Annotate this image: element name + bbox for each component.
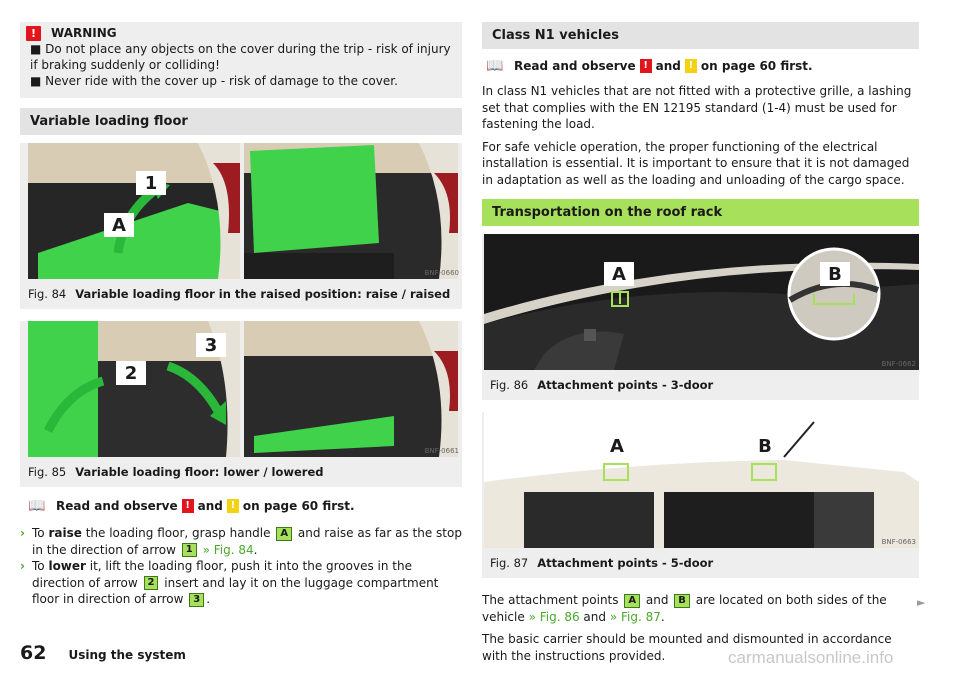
section-heading-class-n1: Class N1 vehicles — [482, 22, 919, 49]
paragraph: The basic carrier should be mounted and … — [482, 632, 892, 663]
figure-caption: Variable loading floor in the raised pos… — [75, 287, 451, 301]
figure-link[interactable]: » Fig. 87 — [609, 609, 661, 624]
step-text: To — [32, 559, 49, 573]
right-column: Class N1 vehicles 📖 Read and observe ! a… — [482, 22, 919, 664]
figure-84-photo-left: 1 A — [28, 143, 240, 279]
figure-label: 2 — [116, 361, 146, 385]
figure-number: Fig. 86 — [490, 378, 529, 392]
paragraph: The attachment points A and B are locate… — [482, 592, 919, 625]
warning-header: ! WARNING — [26, 25, 454, 41]
figure-86-photo: A B — [484, 234, 919, 370]
caution-icon: ! — [226, 499, 239, 513]
figure-84-photo-right — [244, 143, 458, 279]
figure-label: B — [750, 434, 780, 458]
figure-85-photo-right — [244, 321, 458, 457]
figure-caption: Attachment points - 3-door — [537, 378, 714, 392]
page-footer: 62 Using the system — [20, 642, 186, 664]
figure-number: Fig. 84 — [28, 287, 67, 301]
figure-link[interactable]: » Fig. 84 — [202, 542, 254, 557]
figure-label: A — [602, 434, 632, 458]
figure-87-photo: A B — [484, 412, 919, 548]
figure-code: BNF-0663 — [881, 538, 916, 546]
figure-code: BNF-0662 — [881, 360, 916, 368]
label-tag: 2 — [143, 576, 159, 590]
step-text: insert and lay it on the luggage compart… — [32, 575, 439, 607]
figure-85-caption: Fig. 85 Variable loading floor: lower / … — [20, 457, 462, 487]
list-item: › To lower it, lift the loading floor, p… — [20, 558, 462, 608]
read-observe-text: and — [197, 499, 223, 513]
figure-87: A B BNF-0663 Fig. 87 Attachment points -… — [482, 412, 919, 578]
step-bold: raise — [48, 526, 82, 540]
step-text: and raise as far as the stop in the dire… — [32, 526, 462, 557]
warning-item: ■ Do not place any objects on the cover … — [30, 42, 451, 72]
warning-icon: ! — [26, 25, 41, 41]
figure-number: Fig. 85 — [28, 465, 67, 479]
figure-number: Fig. 87 — [490, 556, 529, 570]
list-item: › To raise the loading floor, grasp hand… — [20, 525, 462, 558]
warning-item: ■ Never ride with the cover up - risk of… — [30, 74, 398, 88]
figure-caption: Variable loading floor: lower / lowered — [75, 465, 324, 479]
paragraph-text: . — [660, 609, 665, 624]
paragraph: For safe vehicle operation, the proper f… — [482, 139, 910, 187]
warning-icon: ! — [181, 499, 194, 513]
figure-85-photo-left: 3 2 — [28, 321, 240, 457]
paragraph: In class N1 vehicles that are not fitted… — [482, 84, 912, 131]
figure-label: 1 — [136, 171, 166, 195]
step-text: . — [206, 592, 211, 606]
book-icon: 📖 — [486, 58, 504, 74]
section-heading-variable-floor: Variable loading floor — [20, 108, 462, 135]
paragraph-text: The attachment points — [482, 593, 623, 607]
figure-label: A — [604, 262, 634, 286]
step-text: it, lift the loading floor, push it into… — [32, 559, 412, 590]
figure-caption: Attachment points - 5-door — [537, 556, 714, 570]
section-heading-roof-rack: Transportation on the roof rack — [482, 199, 919, 226]
book-icon: 📖 — [28, 498, 46, 514]
label-tag: B — [674, 593, 690, 608]
step-text: the loading floor, grasp handle — [81, 526, 275, 540]
figure-87-caption: Fig. 87 Attachment points - 5-door — [482, 548, 919, 578]
figure-code: BNF-0660 — [424, 269, 459, 277]
figure-code: BNF-0661 — [424, 447, 459, 455]
read-observe-text: Read and observe — [514, 59, 636, 73]
figure-label: 3 — [196, 333, 226, 357]
paragraph-text: and — [579, 609, 610, 624]
figure-85: 3 2 BNF-0661 Fig. 85 Variable loading fl… — [20, 321, 462, 487]
footer-title: Using the system — [68, 648, 186, 662]
label-tag: 3 — [189, 592, 205, 607]
paragraph-text: are located on both sides of the vehicle — [482, 593, 887, 624]
page-number: 62 — [20, 642, 47, 664]
label-tag: A — [276, 526, 293, 541]
left-column: ! WARNING ■ Do not place any objects on … — [20, 22, 462, 608]
read-observe-text: on page 60 first. — [242, 499, 355, 513]
chevron-right-icon: › — [20, 559, 25, 573]
chevron-right-icon: › — [20, 526, 25, 540]
paragraph-text: and — [642, 593, 673, 607]
read-observe-note: 📖 Read and observe ! and ! on page 60 fi… — [482, 57, 919, 75]
step-text: To — [32, 526, 49, 540]
warning-icon: ! — [639, 59, 652, 73]
figure-86: A B BNF-0662 Fig. 86 Attachment points -… — [482, 234, 919, 400]
figure-link[interactable]: » Fig. 86 — [528, 609, 580, 624]
read-observe-text: on page 60 first. — [700, 59, 813, 73]
read-observe-text: and — [655, 59, 681, 73]
read-observe-text: Read and observe — [56, 499, 178, 513]
step-text: . — [253, 542, 258, 557]
figure-86-caption: Fig. 86 Attachment points - 3-door — [482, 370, 919, 400]
step-list: › To raise the loading floor, grasp hand… — [20, 525, 462, 608]
step-bold: lower — [48, 559, 86, 573]
figure-84: 1 A BNF-0660 Fig. 84 Variable loading fl… — [20, 143, 462, 309]
figure-label: B — [820, 262, 850, 286]
warning-box: ! WARNING ■ Do not place any objects on … — [20, 22, 462, 98]
label-tag: A — [624, 593, 641, 608]
watermark: carmanualsonline.info — [728, 648, 894, 667]
label-tag: 1 — [181, 543, 197, 557]
figure-label: A — [104, 213, 134, 237]
caution-icon: ! — [684, 59, 697, 73]
triangle-right-icon: ► — [917, 596, 926, 609]
warning-label: WARNING — [51, 26, 117, 40]
figure-84-caption: Fig. 84 Variable loading floor in the ra… — [20, 279, 462, 309]
read-observe-note: 📖 Read and observe ! and ! on page 60 fi… — [20, 497, 462, 515]
